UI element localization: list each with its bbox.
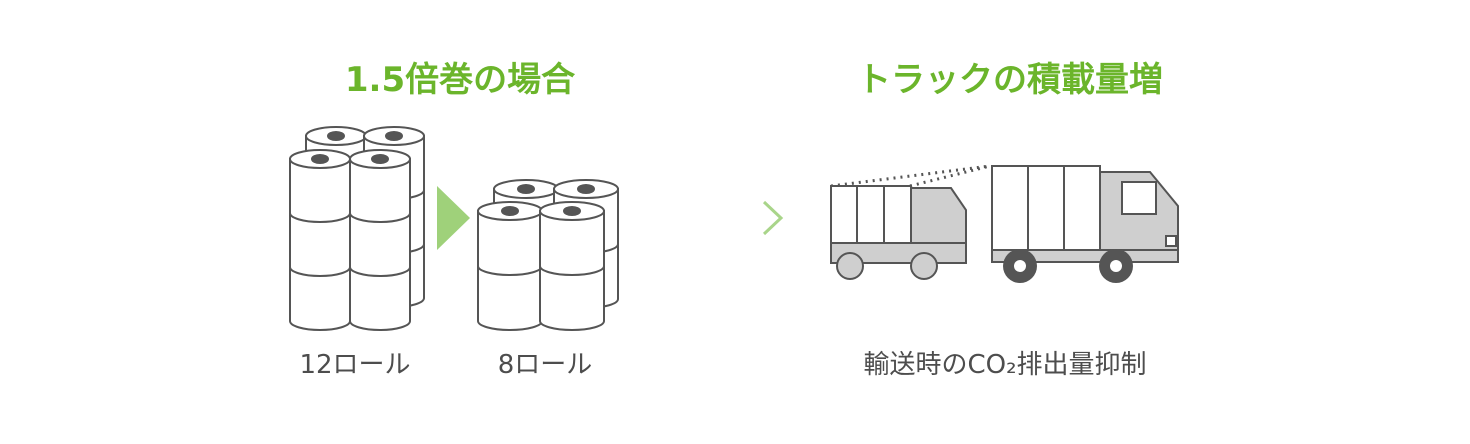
small-truck-icon xyxy=(830,185,967,280)
left-heading: 1.5倍巻の場合 xyxy=(344,60,576,100)
toilet-roll-pack-8-icon xyxy=(477,179,619,331)
right-arrow-icon xyxy=(660,200,784,236)
caption-12-rolls: 12ロール xyxy=(299,350,411,380)
caption-co2-reduction: 輸送時のCO₂排出量抑制 xyxy=(863,350,1147,380)
right-heading: トラックの積載量増 xyxy=(857,60,1163,100)
capacity-dotted-lines xyxy=(830,164,991,188)
toilet-roll-pack-12-icon xyxy=(289,126,425,331)
chevron-right-icon xyxy=(437,186,470,250)
caption-8-rolls: 8ロール xyxy=(497,350,593,380)
large-truck-icon xyxy=(991,165,1179,283)
